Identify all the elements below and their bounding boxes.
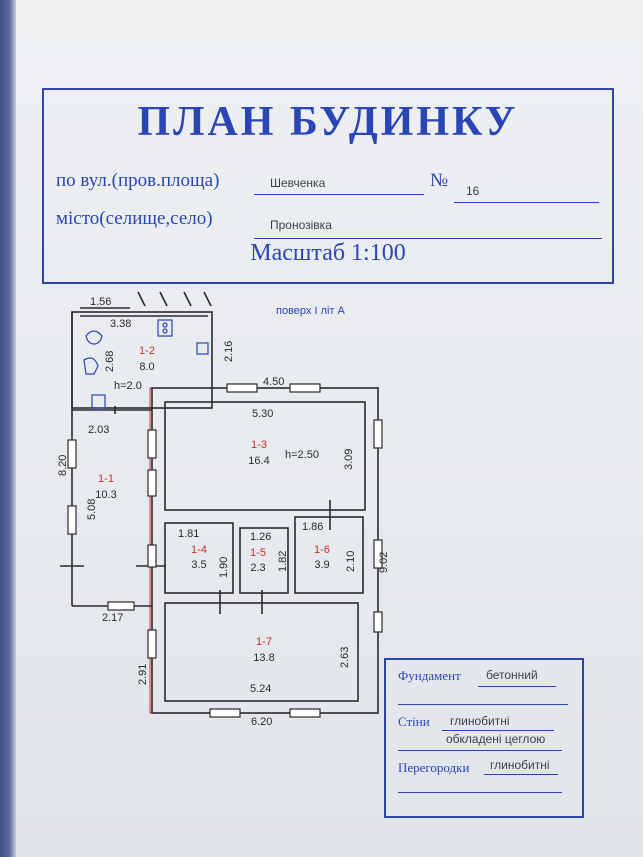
foundation-value: бетонний <box>486 668 538 682</box>
window <box>209 708 241 718</box>
room-1-4-outline <box>164 522 234 594</box>
dim-5-30: 5.30 <box>252 408 273 420</box>
dim-9-02: 9.02 <box>378 552 390 573</box>
room-1-6-area: 3.9 <box>314 559 329 571</box>
room-1-6-id: 1-6 <box>314 544 330 556</box>
street-value: Шевченка <box>270 176 326 190</box>
partitions-underline <box>484 774 558 775</box>
main-height: h=2.50 <box>285 449 319 461</box>
street-underline <box>254 194 424 195</box>
room-1-2-id: 1-2 <box>139 345 155 357</box>
room-1-3-outline <box>164 401 366 511</box>
city-label: місто(селище,село) <box>56 208 213 229</box>
dim-4-50: 4.50 <box>263 376 284 388</box>
window <box>147 429 157 459</box>
number-underline <box>454 202 599 203</box>
partitions-value: глинобитні <box>490 758 550 772</box>
partitions-label: Перегородки <box>398 760 470 775</box>
title-block: ПЛАН БУДИНКУ по вул.(пров.площа) Шевченк… <box>42 88 614 284</box>
window <box>107 601 135 611</box>
room-1-4-id: 1-4 <box>191 544 207 556</box>
room-1-1-area: 10.3 <box>95 489 116 501</box>
dim-1-82: 1.82 <box>277 551 289 572</box>
room-1-5-outline <box>239 527 289 594</box>
window <box>373 539 383 569</box>
top-mark <box>203 291 212 307</box>
dim-2-17: 2.17 <box>102 612 123 624</box>
blank-line <box>398 704 568 705</box>
dim-2-03: 2.03 <box>88 424 109 436</box>
number-value: 16 <box>466 184 480 198</box>
dim-8-20: 8.20 <box>57 455 69 476</box>
dim-2-63: 2.63 <box>339 647 351 668</box>
dim-1-26: 1.26 <box>250 531 271 543</box>
dim-5-24: 5.24 <box>250 683 271 695</box>
stove-icon <box>157 319 173 337</box>
room-1-7-area: 13.8 <box>253 652 274 664</box>
stove-burner <box>162 322 168 328</box>
top-mark <box>183 291 192 307</box>
blank-line <box>398 792 562 793</box>
window <box>373 419 383 449</box>
dim-1-90: 1.90 <box>218 557 230 578</box>
annex-height: h=2.0 <box>114 380 142 392</box>
dim-2-16: 2.16 <box>223 341 235 362</box>
materials-legend: Фундамент бетонний Стіни глинобитні обкл… <box>384 658 584 818</box>
dim-1-56: 1.56 <box>90 296 111 308</box>
top-mark <box>159 291 168 307</box>
top-mark <box>137 291 146 307</box>
page-title: ПЛАН БУДИНКУ <box>137 99 519 145</box>
room-1-5-id: 1-5 <box>250 547 266 559</box>
room-1-2-outline <box>71 311 213 409</box>
stove-burner <box>162 328 168 334</box>
window <box>226 383 258 393</box>
walls-underline <box>442 730 554 731</box>
dim-1-86: 1.86 <box>302 521 323 533</box>
window <box>147 544 157 568</box>
room-1-2-area: 8.0 <box>139 361 154 373</box>
window <box>67 439 77 469</box>
room-1-4-area: 3.5 <box>191 559 206 571</box>
dim-2-68: 2.68 <box>104 351 116 372</box>
window <box>67 505 77 535</box>
dim-1-81: 1.81 <box>178 528 199 540</box>
dim-2-10: 2.10 <box>345 551 357 572</box>
room-1-3-id: 1-3 <box>251 439 267 451</box>
window <box>289 383 321 393</box>
walls-label: Стіни <box>398 714 430 729</box>
street-label: по вул.(пров.площа) <box>56 170 220 191</box>
floor-label: поверх I літ А <box>276 305 346 317</box>
dim-6-20: 6.20 <box>251 716 272 728</box>
binding-edge <box>0 0 16 857</box>
foundation-label: Фундамент <box>398 668 461 683</box>
dim-2-91: 2.91 <box>137 664 149 685</box>
city-underline <box>254 238 602 239</box>
walls-value-2: обкладені цеглою <box>446 732 546 746</box>
number-label: № <box>430 170 449 191</box>
dim-5-08: 5.08 <box>86 499 98 520</box>
toilet-icon <box>85 330 103 345</box>
room-1-7-id: 1-7 <box>256 636 272 648</box>
dim-3-38: 3.38 <box>110 318 131 330</box>
room-1-6-outline <box>294 516 364 594</box>
dim-3-09: 3.09 <box>343 449 355 470</box>
walls-value: глинобитні <box>450 714 510 728</box>
fixture-t-icon <box>91 394 106 409</box>
window <box>147 629 157 659</box>
scale-label: Масштаб 1:100 <box>250 240 406 266</box>
foundation-underline <box>478 686 556 687</box>
boiler-icon <box>196 342 209 355</box>
room-1-3-area: 16.4 <box>248 455 269 467</box>
sink-icon <box>83 357 99 375</box>
blank-line <box>398 750 562 751</box>
city-value: Пронозівка <box>270 218 332 232</box>
room-1-5-area: 2.3 <box>250 562 265 574</box>
window <box>289 708 321 718</box>
room-1-1-id: 1-1 <box>98 473 114 485</box>
window <box>373 611 383 633</box>
window <box>147 469 157 497</box>
